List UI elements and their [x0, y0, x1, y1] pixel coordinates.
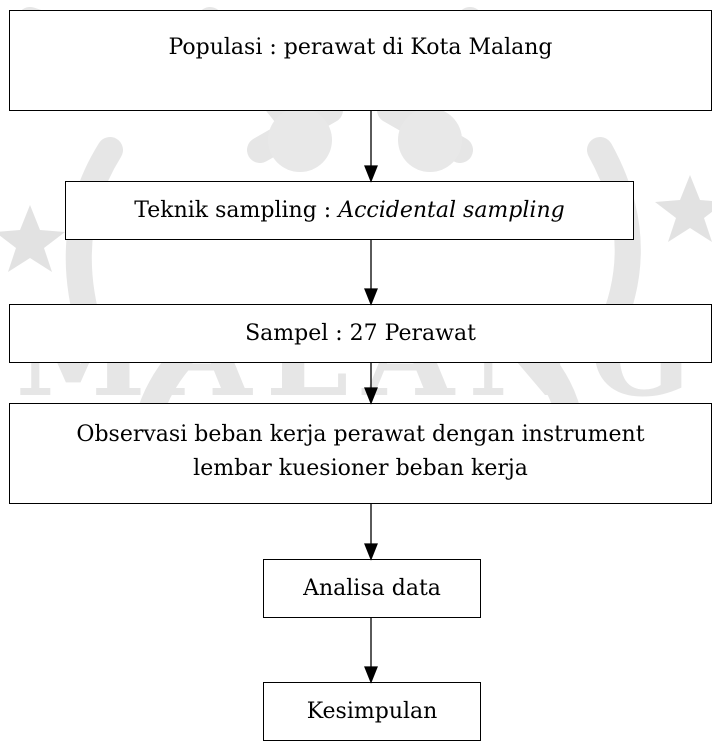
node-observasi: Observasi beban kerja perawat dengan ins…	[9, 403, 712, 504]
node-analisa-label: Analisa data	[303, 576, 441, 601]
arrowhead-icon	[364, 543, 378, 561]
node-teknik-sampling-prefix: Teknik sampling :	[134, 198, 339, 223]
arrowhead-icon	[364, 666, 378, 684]
node-populasi-label: Populasi : perawat di Kota Malang	[168, 35, 553, 60]
arrowhead-icon	[364, 288, 378, 306]
edge-analisa-kesimpulan	[364, 618, 378, 684]
edge-sampel-observasi	[364, 363, 378, 405]
node-observasi-line2: lembar kuesioner beban kerja	[193, 456, 528, 481]
node-observasi-line1: Observasi beban kerja perawat dengan ins…	[76, 422, 645, 447]
node-teknik-sampling: Teknik sampling : Accidental sampling	[65, 181, 634, 240]
node-teknik-sampling-label: Teknik sampling : Accidental sampling	[66, 194, 633, 228]
arrowhead-icon	[364, 165, 378, 183]
edge-teknik-sampel	[364, 240, 378, 306]
edge-observasi-analisa	[364, 504, 378, 561]
node-kesimpulan: Kesimpulan	[263, 682, 481, 741]
node-populasi: Populasi : perawat di Kota Malang	[9, 10, 712, 111]
node-sampel: Sampel : 27 Perawat	[9, 304, 712, 363]
node-kesimpulan-label: Kesimpulan	[306, 699, 438, 724]
node-sampel-label: Sampel : 27 Perawat	[245, 321, 476, 346]
node-analisa: Analisa data	[263, 559, 481, 618]
arrowhead-icon	[364, 387, 378, 405]
edge-populasi-teknik	[364, 111, 378, 183]
node-teknik-sampling-method: Accidental sampling	[338, 198, 565, 223]
